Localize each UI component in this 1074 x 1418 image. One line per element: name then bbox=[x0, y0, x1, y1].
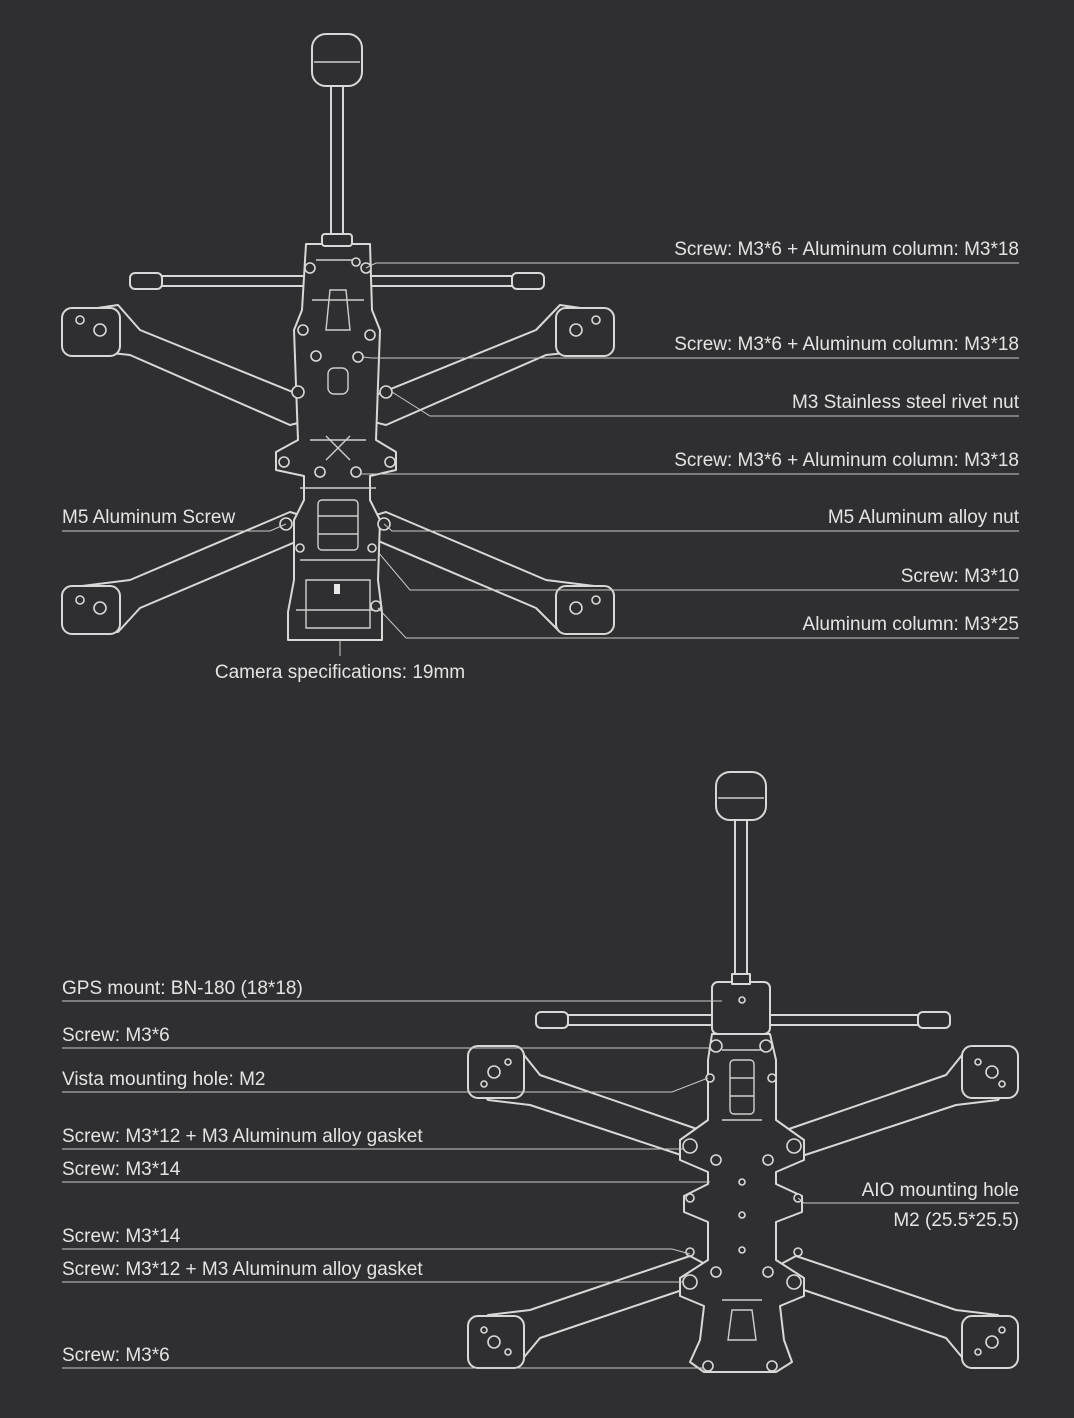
bottom-gps-module bbox=[715, 771, 767, 821]
top-leader-lines bbox=[62, 262, 1019, 656]
top-antenna-mast bbox=[330, 85, 344, 237]
bottom-labels: GPS mount: BN-180 (18*18) Screw: M3*6 Vi… bbox=[62, 978, 1019, 1366]
label-top-camera-spec: Camera specifications: 19mm bbox=[215, 662, 465, 683]
bottom-motor-mounts bbox=[467, 1045, 1019, 1369]
label-bottom-aio-hole: AIO mounting hole bbox=[862, 1180, 1019, 1201]
label-top-column-m3-25: Aluminum column: M3*25 bbox=[803, 614, 1019, 635]
bottom-gps-mount bbox=[711, 981, 771, 1035]
top-frame-drawing bbox=[61, 33, 615, 641]
label-top-screw-column-1: Screw: M3*6 + Aluminum column: M3*18 bbox=[674, 239, 1019, 260]
bottom-center-plate bbox=[679, 1033, 805, 1373]
label-bottom-screw-m3-14-2: Screw: M3*14 bbox=[62, 1226, 181, 1247]
bottom-antenna-mast bbox=[734, 819, 748, 979]
label-bottom-screw-m3-6-bottom: Screw: M3*6 bbox=[62, 1345, 170, 1366]
label-bottom-aio-size: M2 (25.5*25.5) bbox=[893, 1210, 1019, 1231]
top-labels: Screw: M3*6 + Aluminum column: M3*18 Scr… bbox=[62, 239, 1020, 683]
label-bottom-screw-m3-6-top: Screw: M3*6 bbox=[62, 1025, 170, 1046]
label-bottom-vista-hole: Vista mounting hole: M2 bbox=[62, 1069, 266, 1090]
label-top-screw-column-3: Screw: M3*6 + Aluminum column: M3*18 bbox=[674, 450, 1019, 471]
top-gps-module bbox=[311, 33, 363, 87]
bottom-frame-drawing bbox=[467, 771, 1019, 1373]
label-bottom-screw-gasket-2: Screw: M3*12 + M3 Aluminum alloy gasket bbox=[62, 1259, 423, 1280]
label-bottom-gps-mount: GPS mount: BN-180 (18*18) bbox=[62, 978, 303, 999]
label-bottom-screw-gasket-1: Screw: M3*12 + M3 Aluminum alloy gasket bbox=[62, 1126, 423, 1147]
label-top-m5-screw: M5 Aluminum Screw bbox=[62, 507, 235, 528]
top-motor-mounts bbox=[61, 307, 615, 635]
top-center-stack bbox=[275, 243, 397, 641]
label-top-m5-nut: M5 Aluminum alloy nut bbox=[828, 507, 1020, 528]
label-bottom-screw-m3-14-1: Screw: M3*14 bbox=[62, 1159, 181, 1180]
bottom-leader-lines bbox=[62, 1000, 1019, 1369]
label-top-screw-column-2: Screw: M3*6 + Aluminum column: M3*18 bbox=[674, 334, 1019, 355]
label-top-screw-m3-10: Screw: M3*10 bbox=[901, 566, 1019, 587]
top-hardware-points bbox=[278, 257, 396, 612]
label-top-rivet-nut: M3 Stainless steel rivet nut bbox=[792, 392, 1020, 413]
